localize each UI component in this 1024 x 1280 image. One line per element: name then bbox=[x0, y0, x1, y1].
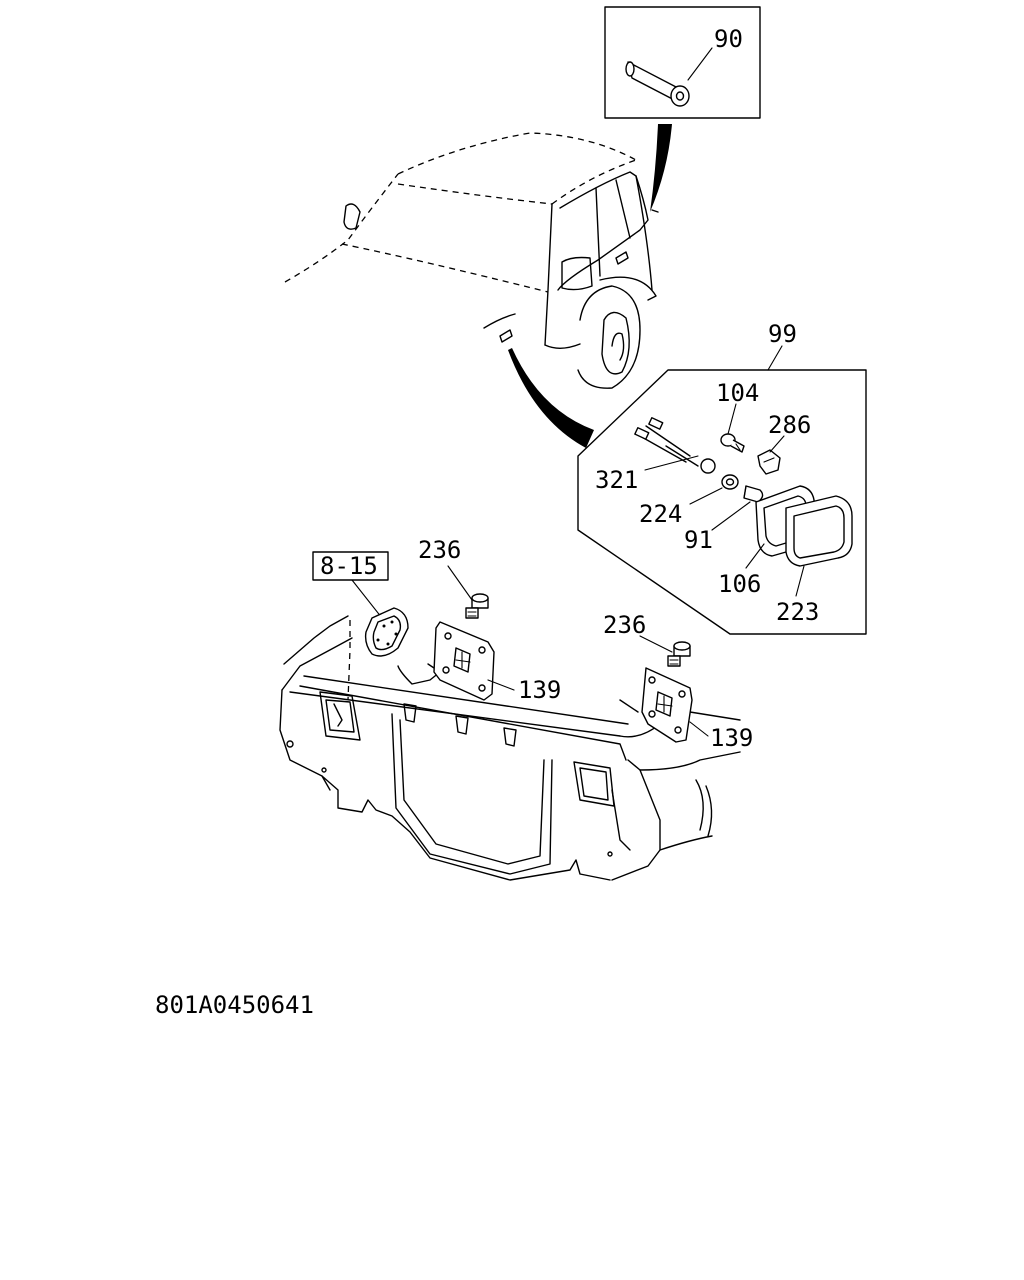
callout-139a: 139 bbox=[518, 676, 561, 704]
vehicle-outline bbox=[284, 132, 659, 389]
leader-236b bbox=[639, 635, 673, 653]
hole-plug-icon bbox=[364, 607, 409, 657]
callout-223: 223 bbox=[776, 598, 819, 626]
leader-99 bbox=[767, 345, 783, 371]
bolt-236-right-icon bbox=[667, 641, 691, 667]
leader-106 bbox=[745, 543, 765, 569]
lamp-lens-223-icon bbox=[785, 495, 853, 567]
bracket-plate-139-left-icon bbox=[433, 621, 495, 701]
pointer-arrow-99 bbox=[508, 348, 594, 448]
leader-223 bbox=[795, 565, 805, 597]
leader-224 bbox=[689, 487, 723, 505]
leader-90 bbox=[687, 47, 713, 81]
leader-236a bbox=[447, 565, 473, 601]
callout-139b: 139 bbox=[710, 724, 753, 752]
leader-286 bbox=[769, 435, 785, 453]
leader-139a bbox=[487, 679, 515, 691]
inset-part-90: 90 bbox=[604, 6, 761, 119]
leader-321 bbox=[644, 455, 699, 471]
leader-104 bbox=[727, 403, 737, 435]
callout-321: 321 bbox=[595, 466, 638, 494]
pointer-arrow-90 bbox=[650, 124, 672, 212]
inset-part-99: 99 321 104 286 bbox=[577, 320, 867, 635]
bolt-236-left-icon bbox=[465, 593, 489, 619]
callout-224: 224 bbox=[639, 500, 682, 528]
ref-box bbox=[312, 551, 389, 581]
leader-8-15 bbox=[351, 579, 383, 619]
wire-harness-321-icon bbox=[634, 417, 716, 474]
callout-286: 286 bbox=[768, 411, 811, 439]
drawing-code: 801A0450641 bbox=[155, 991, 314, 1019]
callout-90: 90 bbox=[714, 25, 743, 53]
stopper-90-icon bbox=[625, 61, 690, 107]
socket-224-icon bbox=[721, 474, 739, 490]
front-panel-outline: 8-15 bbox=[279, 536, 753, 881]
bracket-plate-139-right-icon bbox=[641, 667, 693, 743]
leader-91 bbox=[711, 501, 751, 531]
callout-104: 104 bbox=[716, 379, 759, 407]
callout-236a: 236 bbox=[418, 536, 461, 564]
clip-286-icon bbox=[757, 449, 781, 475]
callout-99: 99 bbox=[768, 320, 797, 348]
ref-label-8-15: 8-15 bbox=[320, 552, 378, 580]
callout-91: 91 bbox=[684, 526, 713, 554]
leader-139b bbox=[689, 721, 709, 737]
callout-236b: 236 bbox=[603, 611, 646, 639]
bulb-91-icon bbox=[743, 485, 764, 503]
screw-104-icon bbox=[720, 433, 745, 453]
callout-106: 106 bbox=[718, 570, 761, 598]
